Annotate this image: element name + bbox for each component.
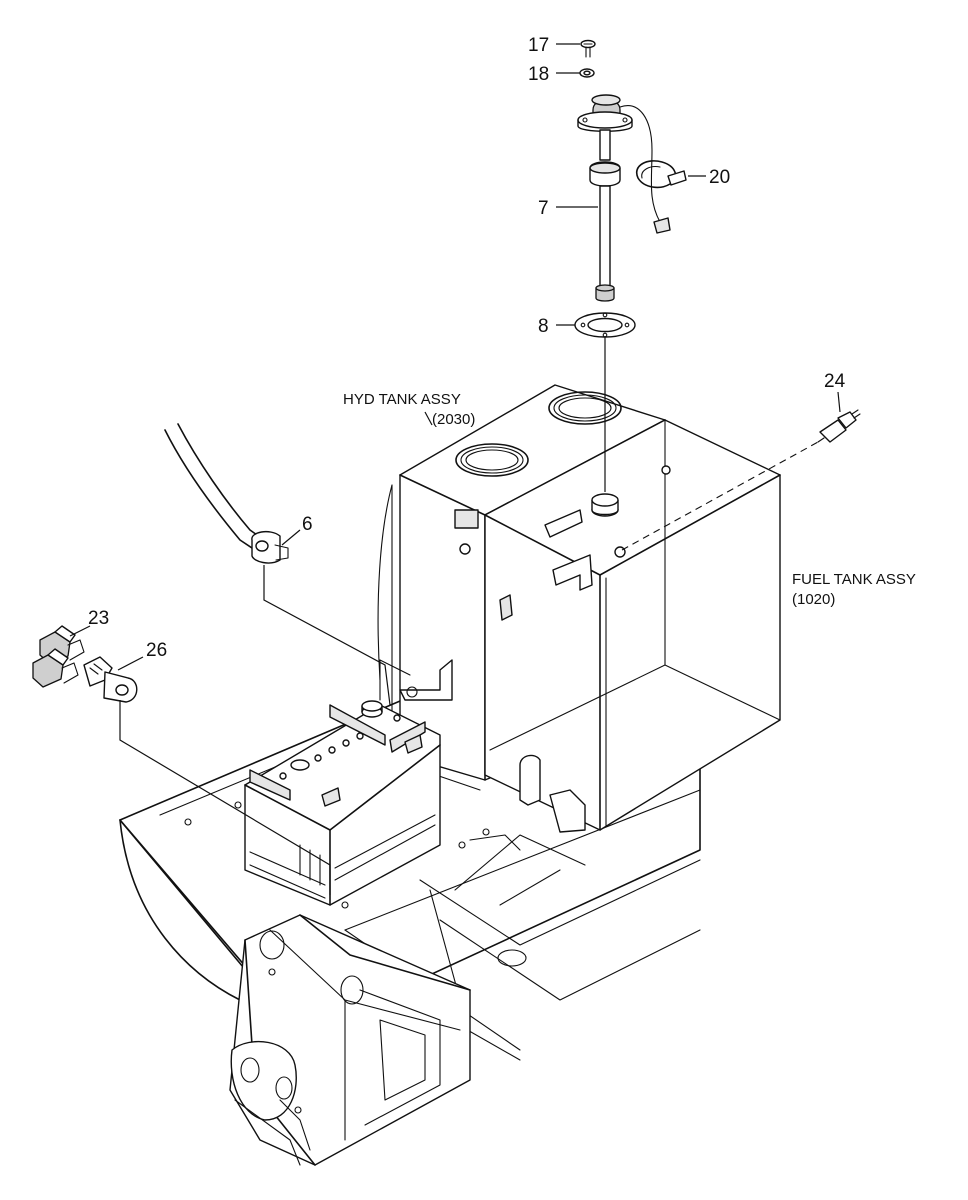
battery (244, 700, 441, 906)
terminal-26 (83, 656, 138, 703)
callout-26: 26 (146, 640, 167, 661)
washer-18 (579, 68, 595, 78)
callout-24: 24 (824, 371, 846, 392)
callout-18: 18 (528, 64, 549, 85)
fuel-tank (379, 419, 781, 833)
swing-bracket (229, 914, 471, 1166)
terminal-23 (32, 625, 85, 688)
fuel-tank-label: FUEL TANK ASSY (792, 571, 916, 588)
hyd-tank-label: HYD TANK ASSY (343, 391, 461, 408)
hyd-tank-code: (2030) (432, 411, 475, 428)
gauge-mount-grommet (591, 493, 619, 517)
callout-7: 7 (538, 198, 549, 219)
callout-20: 20 (709, 167, 730, 188)
sender-unit-7 (577, 94, 671, 302)
clamp-20 (635, 160, 687, 189)
callout-6: 6 (302, 514, 313, 535)
fuel-tank-code: (1020) (792, 591, 835, 608)
callout-23: 23 (88, 608, 109, 629)
leader-lines (69, 43, 841, 895)
callout-17: 17 (528, 35, 549, 56)
callout-8: 8 (538, 316, 549, 337)
cable-6 (164, 423, 289, 564)
gasket-8 (574, 312, 636, 338)
switch-24 (817, 409, 861, 443)
screw-17 (580, 39, 596, 58)
